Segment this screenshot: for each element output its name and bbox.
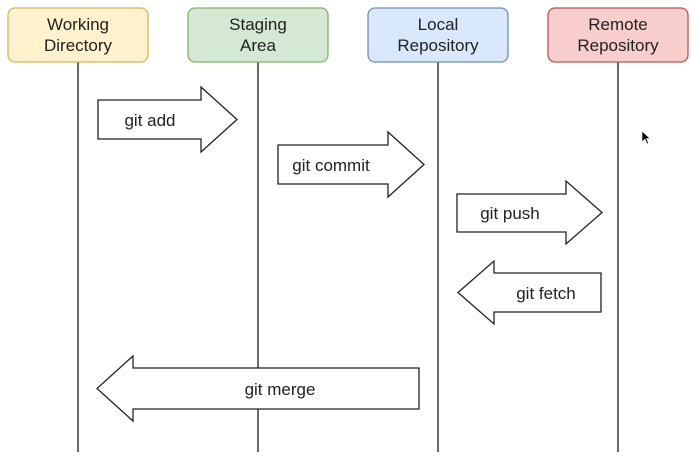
arrow-shape-git-push [456,179,603,246]
header-label-working-directory-line1: Working [47,15,109,34]
header-label-working-directory-line2: Directory [44,36,113,55]
arrow-label-git-commit: git commit [292,156,370,175]
header-box-local-repository [367,7,509,63]
arrow-shape-git-add [97,85,238,154]
header-label-staging-area-line2: Area [240,36,276,55]
arrow-label-git-push: git push [480,204,540,223]
header-remote-repository: Remote Repository [547,7,689,63]
header-label-remote-repository-line1: Remote [588,15,648,34]
header-label-staging-area-line1: Staging [229,15,287,34]
arrow-git-commit: git commit [277,130,425,199]
arrow-git-add: git add [97,85,238,154]
mouse-cursor-icon [641,130,651,145]
arrow-shape-git-merge [96,354,420,423]
header-box-remote-repository [547,7,689,63]
header-box-staging-area [187,7,329,63]
header-box-working-directory [7,7,149,63]
arrow-label-git-fetch: git fetch [516,284,576,303]
header-working-directory: Working Directory [7,7,149,63]
header-staging-area: Staging Area [187,7,329,63]
header-label-remote-repository-line2: Repository [577,36,659,55]
arrow-git-fetch: git fetch [457,259,602,326]
arrow-shape-git-fetch [457,259,602,326]
header-label-local-repository-line1: Local [418,15,459,34]
arrow-git-push: git push [456,179,603,246]
arrow-label-git-merge: git merge [245,380,316,399]
arrow-shape-git-commit [277,130,425,199]
header-label-local-repository-line2: Repository [397,36,479,55]
arrow-git-merge: git merge [96,354,420,423]
arrow-label-git-add: git add [124,111,175,130]
header-local-repository: Local Repository [367,7,509,63]
